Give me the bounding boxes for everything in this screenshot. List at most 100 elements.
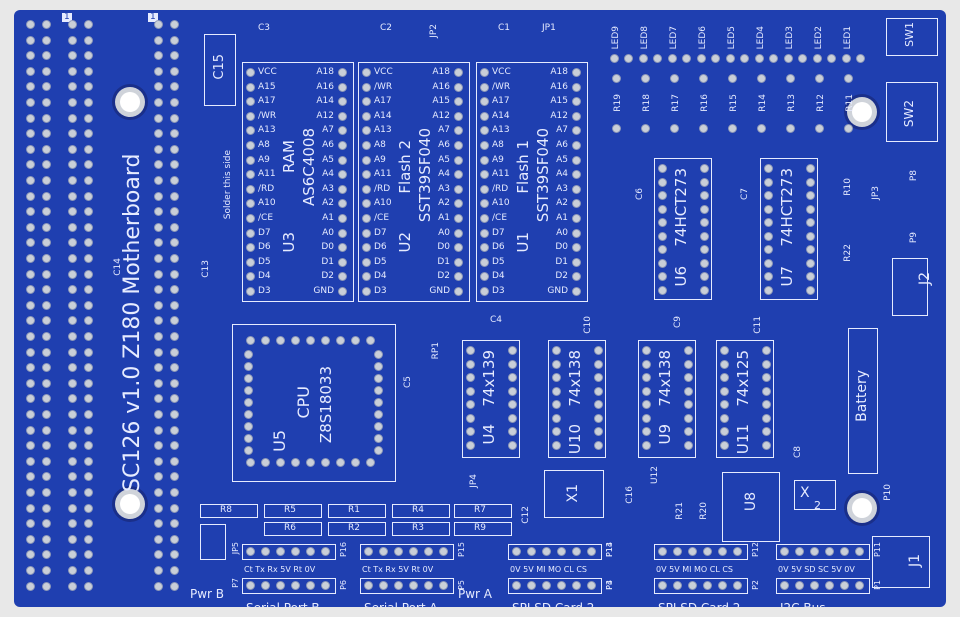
pin-label: /WR	[374, 81, 393, 92]
header-pin	[587, 581, 596, 590]
resistor-label: R15	[729, 94, 739, 112]
pin-label: GND	[547, 286, 568, 296]
bus-pin	[84, 160, 93, 170]
chip-pin	[762, 386, 771, 396]
resistor-label: R17	[671, 94, 681, 112]
header-pin	[276, 547, 285, 556]
resistor-label: R16	[700, 94, 710, 112]
header-p11-b	[776, 578, 870, 594]
jp5-ref: JP5	[231, 542, 240, 555]
chip-pin	[594, 386, 603, 396]
chip-u8	[722, 472, 780, 542]
p11-label: I2C Bus	[780, 602, 825, 607]
header-pin	[261, 547, 270, 556]
led-pad	[697, 54, 706, 63]
chip-pin	[764, 258, 773, 268]
u7-part: 74HCT273	[778, 168, 796, 247]
header-pin	[557, 581, 566, 590]
resistor-label: R7	[474, 505, 486, 515]
header-pin	[688, 581, 697, 590]
pin-label: A12	[432, 110, 450, 121]
p10-label: P10	[883, 484, 893, 501]
pin-label: A7	[438, 125, 450, 136]
chip-pin	[338, 257, 347, 267]
bus-pin	[68, 441, 77, 451]
header-pin	[703, 547, 712, 556]
bus-pin	[42, 160, 51, 170]
header-pin	[409, 547, 418, 556]
chip-pin	[246, 287, 255, 296]
pin-label: A12	[550, 110, 568, 121]
bus-pin	[68, 191, 77, 201]
pin-label: /RD	[492, 183, 509, 194]
chip-pin	[552, 359, 561, 369]
bus-pin	[170, 316, 179, 326]
bus-pin	[170, 378, 179, 388]
header-pin	[673, 547, 682, 556]
cpu-pin	[374, 374, 383, 383]
resistor-label: R5	[284, 505, 296, 515]
jumper-jp5	[200, 524, 226, 560]
resistor-label: R19	[613, 94, 623, 112]
bus-pin	[170, 332, 179, 341]
header-pin	[795, 547, 804, 556]
bus-pin	[42, 82, 51, 92]
bus-pin	[170, 394, 179, 404]
c6-label: C6	[635, 188, 645, 201]
pin-label: A0	[438, 227, 450, 238]
bus-pin	[154, 35, 163, 45]
chip-pin	[720, 440, 729, 450]
header-pin	[718, 581, 727, 590]
pin-label: A8	[258, 140, 270, 150]
header-pin	[379, 581, 388, 590]
chip-pin	[246, 82, 255, 92]
cpu-pin	[291, 336, 300, 345]
bus-pin	[84, 20, 93, 29]
pin-label: D6	[492, 242, 505, 253]
bus-pin	[84, 51, 93, 61]
chip-pin	[642, 386, 651, 396]
bus-pin	[68, 566, 77, 575]
header-pin	[512, 581, 521, 590]
chip-pin	[362, 82, 371, 92]
pin-label: A10	[258, 198, 276, 209]
u6-part: 74HCT273	[672, 168, 690, 247]
pin-label: D4	[374, 271, 387, 282]
bus-pin	[170, 550, 179, 560]
chip-pin	[246, 97, 255, 107]
pin-label: D7	[374, 227, 387, 238]
chip-u4	[462, 340, 520, 458]
bus-pin	[26, 35, 35, 45]
bus-pin	[154, 488, 163, 497]
chip-pin	[684, 440, 693, 450]
bus-pin	[42, 425, 51, 435]
bus-pin	[154, 254, 163, 263]
chip-u11	[716, 340, 774, 458]
pin-label: D0	[555, 242, 568, 253]
header-pin	[527, 581, 536, 590]
pin-label: A10	[374, 198, 392, 209]
chip-pin	[764, 231, 773, 241]
led-pad	[639, 54, 648, 63]
bus-pin	[84, 363, 93, 373]
j1-label: J1	[907, 554, 923, 568]
bus-pin	[26, 378, 35, 388]
bus-pin	[68, 347, 77, 357]
pwr-b-label: Pwr B	[190, 587, 225, 601]
c16-label: C16	[625, 486, 635, 504]
chip-pin	[508, 373, 517, 382]
u1-ref: U1	[514, 232, 532, 253]
bus-pin	[42, 378, 51, 388]
chip-pin	[362, 111, 371, 121]
resistor-pad	[786, 124, 795, 133]
bus-pin	[68, 207, 77, 217]
pin-label: A10	[492, 198, 510, 209]
bus-pin	[26, 300, 35, 310]
bus-pin	[26, 285, 35, 295]
pin-label: A1	[556, 213, 568, 223]
header-pin	[658, 581, 667, 590]
chip-pin	[642, 359, 651, 369]
bus-pin	[84, 394, 93, 404]
chip-pin	[480, 155, 489, 165]
bus-pin	[84, 35, 93, 45]
